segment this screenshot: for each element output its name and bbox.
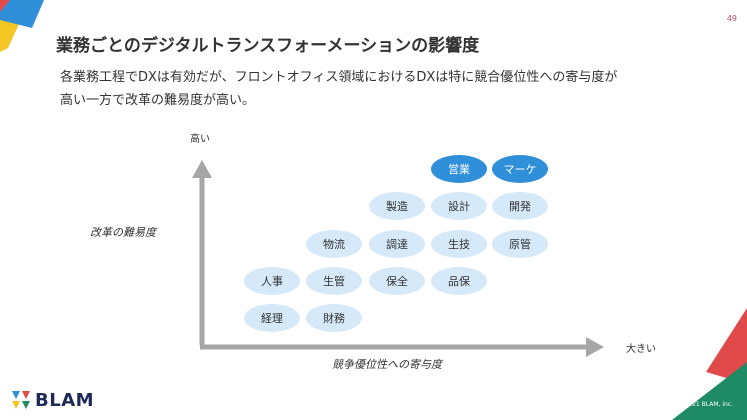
y-axis-title: 改革の難易度	[90, 226, 156, 239]
bubble-development: 開発	[492, 192, 548, 220]
bubble-label: 設計	[448, 200, 470, 213]
copyright: © 2021 BLAM, inc.	[676, 401, 733, 408]
brand-logo: BLAM	[10, 389, 94, 411]
bubble-design: 設計	[431, 192, 487, 220]
bubble-label: 開発	[509, 200, 531, 213]
bubble-logistics: 物流	[306, 230, 362, 258]
bubble-label: マーケ	[503, 163, 537, 176]
bubble-production-engineering: 生技	[431, 230, 487, 258]
x-axis-arrowhead	[586, 337, 604, 357]
bubble-sales: 営業	[431, 155, 487, 183]
bubble-label: 原管	[509, 238, 531, 251]
y-axis-arrowhead	[192, 160, 212, 178]
x-axis-right-label: 大きい	[626, 344, 656, 355]
bottom-right-red-shape	[706, 308, 747, 384]
y-axis-top-label: 高い	[190, 134, 210, 145]
bubble-manufacturing: 製造	[369, 192, 425, 220]
bubble-production-control: 生管	[306, 267, 362, 295]
bottom-right-green-shape	[672, 362, 747, 420]
bubble-label: 人事	[261, 275, 283, 288]
bubble-finance: 財務	[306, 304, 362, 332]
bubble-label: 保全	[386, 275, 408, 288]
bubble-marketing: マーケ	[492, 155, 548, 183]
bubble-cost-management: 原管	[492, 230, 548, 258]
bubble-quality-assurance: 品保	[431, 267, 487, 295]
bubble-label: 生管	[323, 275, 345, 288]
bubble-label: 物流	[323, 238, 345, 251]
bubble-accounting: 経理	[244, 304, 300, 332]
logo-mark-icon	[12, 391, 30, 409]
x-axis-title: 競争優位性への寄与度	[332, 358, 442, 371]
bubble-label: 品保	[448, 275, 470, 288]
bubble-label: 製造	[386, 200, 408, 213]
subtitle: 各業務工程でDXは有効だが、フロントオフィス領域におけるDXは特に競合優位性への…	[60, 66, 617, 112]
subtitle-line-1: 各業務工程でDXは有効だが、フロントオフィス領域におけるDXは特に競合優位性への…	[60, 70, 618, 85]
logo-text: BLAM	[35, 389, 95, 411]
subtitle-line-2: 高い一方で改革の難易度が高い。	[60, 93, 256, 108]
page-title: 業務ごとのデジタルトランスフォーメーションの影響度	[56, 36, 480, 56]
top-left-blue-shape	[0, 0, 44, 28]
top-left-red-shape	[0, 0, 10, 12]
bubble-label: 調達	[386, 238, 408, 251]
bubble-label: 生技	[448, 238, 470, 251]
bubble-label: 経理	[261, 312, 283, 325]
bubble-procurement: 調達	[369, 230, 425, 258]
bubble-label: 財務	[323, 312, 345, 325]
bubble-maintenance: 保全	[369, 267, 425, 295]
bubble-label: 営業	[448, 163, 470, 176]
page-number: 49	[726, 14, 737, 23]
bubble-hr: 人事	[244, 267, 300, 295]
